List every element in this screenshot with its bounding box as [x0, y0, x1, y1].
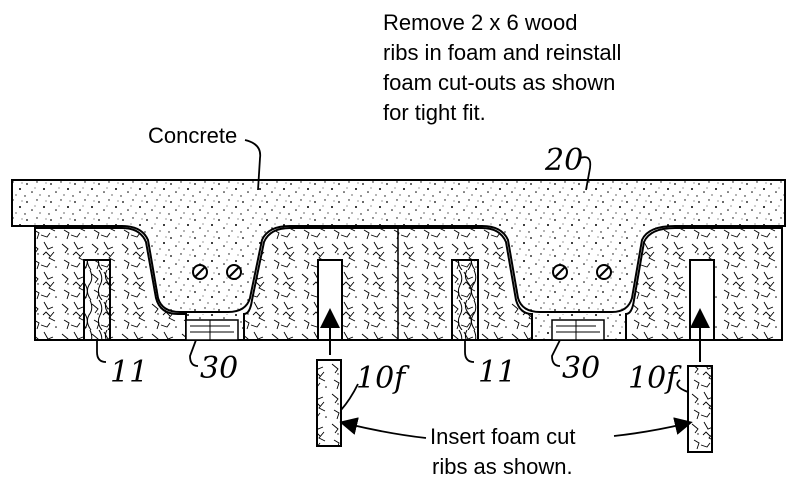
- foam-rib-left: [316, 359, 342, 447]
- rebar-left: [192, 264, 242, 280]
- concrete-leader: [244, 139, 262, 191]
- plate30-left-leader: [189, 339, 199, 367]
- plate-right: [551, 319, 605, 341]
- instruction-line-1: Remove 2 x 6 wood: [383, 10, 577, 35]
- ref-plate-left: 30: [200, 351, 238, 386]
- ref-slab: 20: [544, 143, 583, 178]
- rib10f-left-leader: [340, 383, 359, 411]
- rebar-right: [552, 264, 612, 280]
- ref-wood-rib-left: 11: [110, 355, 148, 390]
- rib11-left-leader: [96, 340, 107, 363]
- foam-rib-right: [687, 365, 713, 453]
- ref-wood-rib-right: 11: [478, 355, 516, 390]
- plate30-right-leader: [551, 339, 561, 367]
- plate-left: [185, 319, 239, 341]
- concrete-slab: [11, 179, 786, 313]
- ref-foam-rib-left: 10f: [356, 361, 410, 396]
- insert-note-line-2: ribs as shown.: [432, 454, 573, 479]
- slab-leader: [579, 156, 592, 191]
- rib10f-right-leader: [676, 379, 689, 393]
- instruction-line-3: foam cut-outs as shown: [383, 70, 615, 95]
- concrete-label: Concrete: [148, 123, 237, 148]
- foam-block-center: [243, 227, 533, 341]
- insert-note-leader-left: [339, 417, 427, 439]
- instruction-line-4: for tight fit.: [383, 100, 486, 125]
- wood-rib-right: [451, 259, 479, 341]
- insert-note-line-1: Insert foam cut: [430, 424, 576, 449]
- instruction-line-2: ribs in foam and reinstall: [383, 40, 621, 65]
- empty-slot-right: [689, 259, 715, 341]
- ref-foam-rib-right: 10f: [628, 361, 682, 396]
- insert-note-leader-right: [613, 417, 693, 437]
- ref-plate-right: 30: [562, 351, 600, 386]
- wood-rib-left: [83, 259, 111, 341]
- rib11-right-leader: [464, 340, 475, 363]
